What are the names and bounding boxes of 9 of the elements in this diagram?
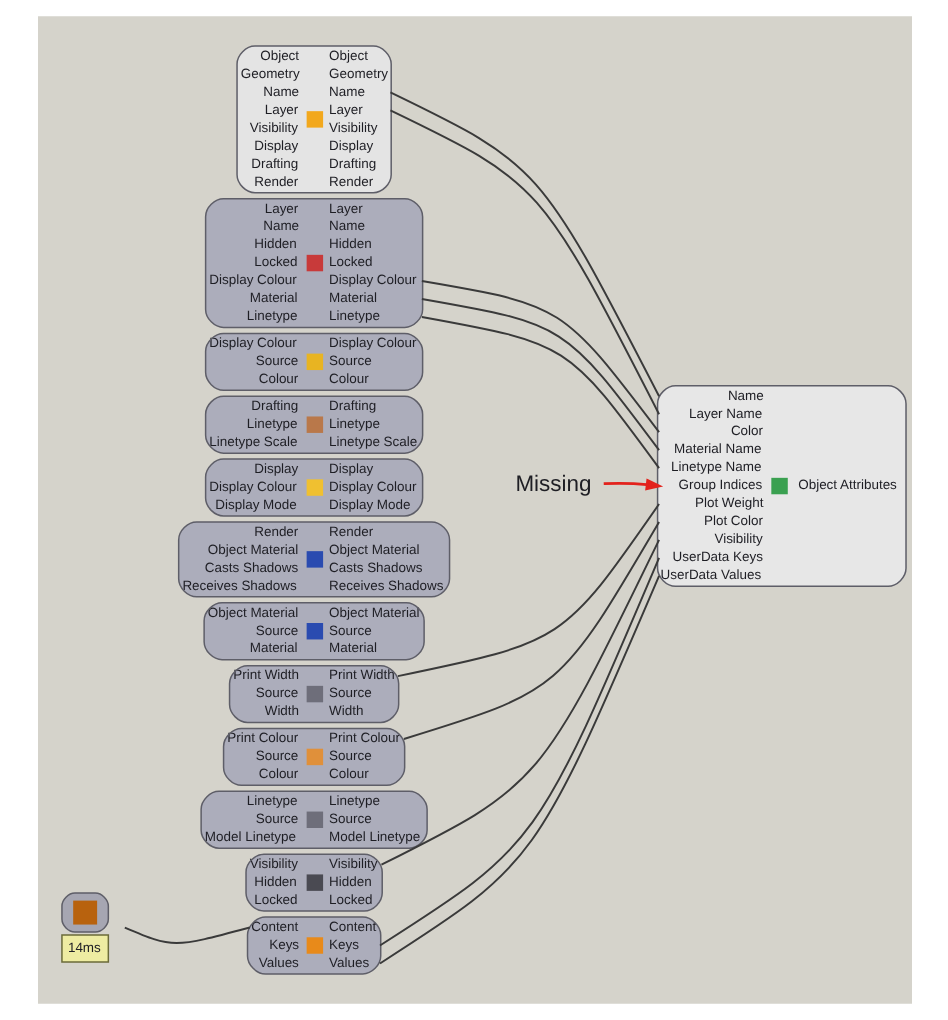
connector — [395, 503, 660, 678]
connector — [419, 298, 660, 452]
connector — [419, 315, 660, 470]
connector — [122, 926, 250, 944]
connector — [401, 521, 660, 740]
connector — [379, 538, 660, 866]
arrow — [602, 478, 663, 491]
connector — [419, 280, 660, 434]
node-text: Missing — [514, 473, 591, 498]
